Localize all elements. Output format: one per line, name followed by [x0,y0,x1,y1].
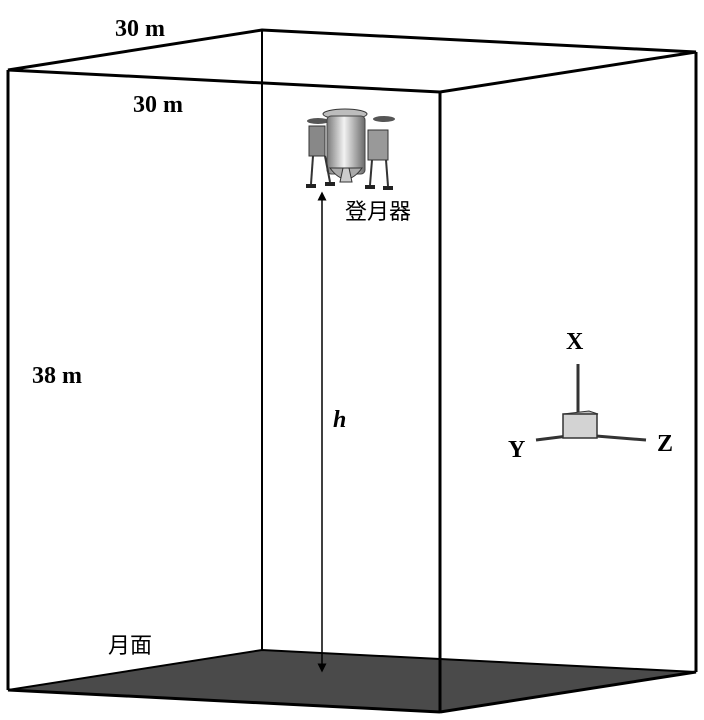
y-axis-label: Y [508,437,526,463]
lander-label: 登月器 [345,200,412,225]
depth-label: 30 m [133,92,183,118]
axis-indicator [535,364,647,442]
z-axis-label: Z [657,431,674,457]
height-symbol: h [333,407,347,433]
x-axis-label: X [566,329,584,355]
lander-illustration [306,108,395,190]
box-top-face [7,28,697,94]
z-axis-line [595,434,647,442]
height-label: 38 m [32,363,82,389]
box-edge-bottom-right [439,670,697,714]
top-width-label: 30 m [115,16,165,42]
lunar-surface-label: 月面 [108,634,153,659]
axis-cube [562,413,598,439]
box-edge-bottom-front [7,688,441,714]
lunar-surface-floor [7,648,697,714]
